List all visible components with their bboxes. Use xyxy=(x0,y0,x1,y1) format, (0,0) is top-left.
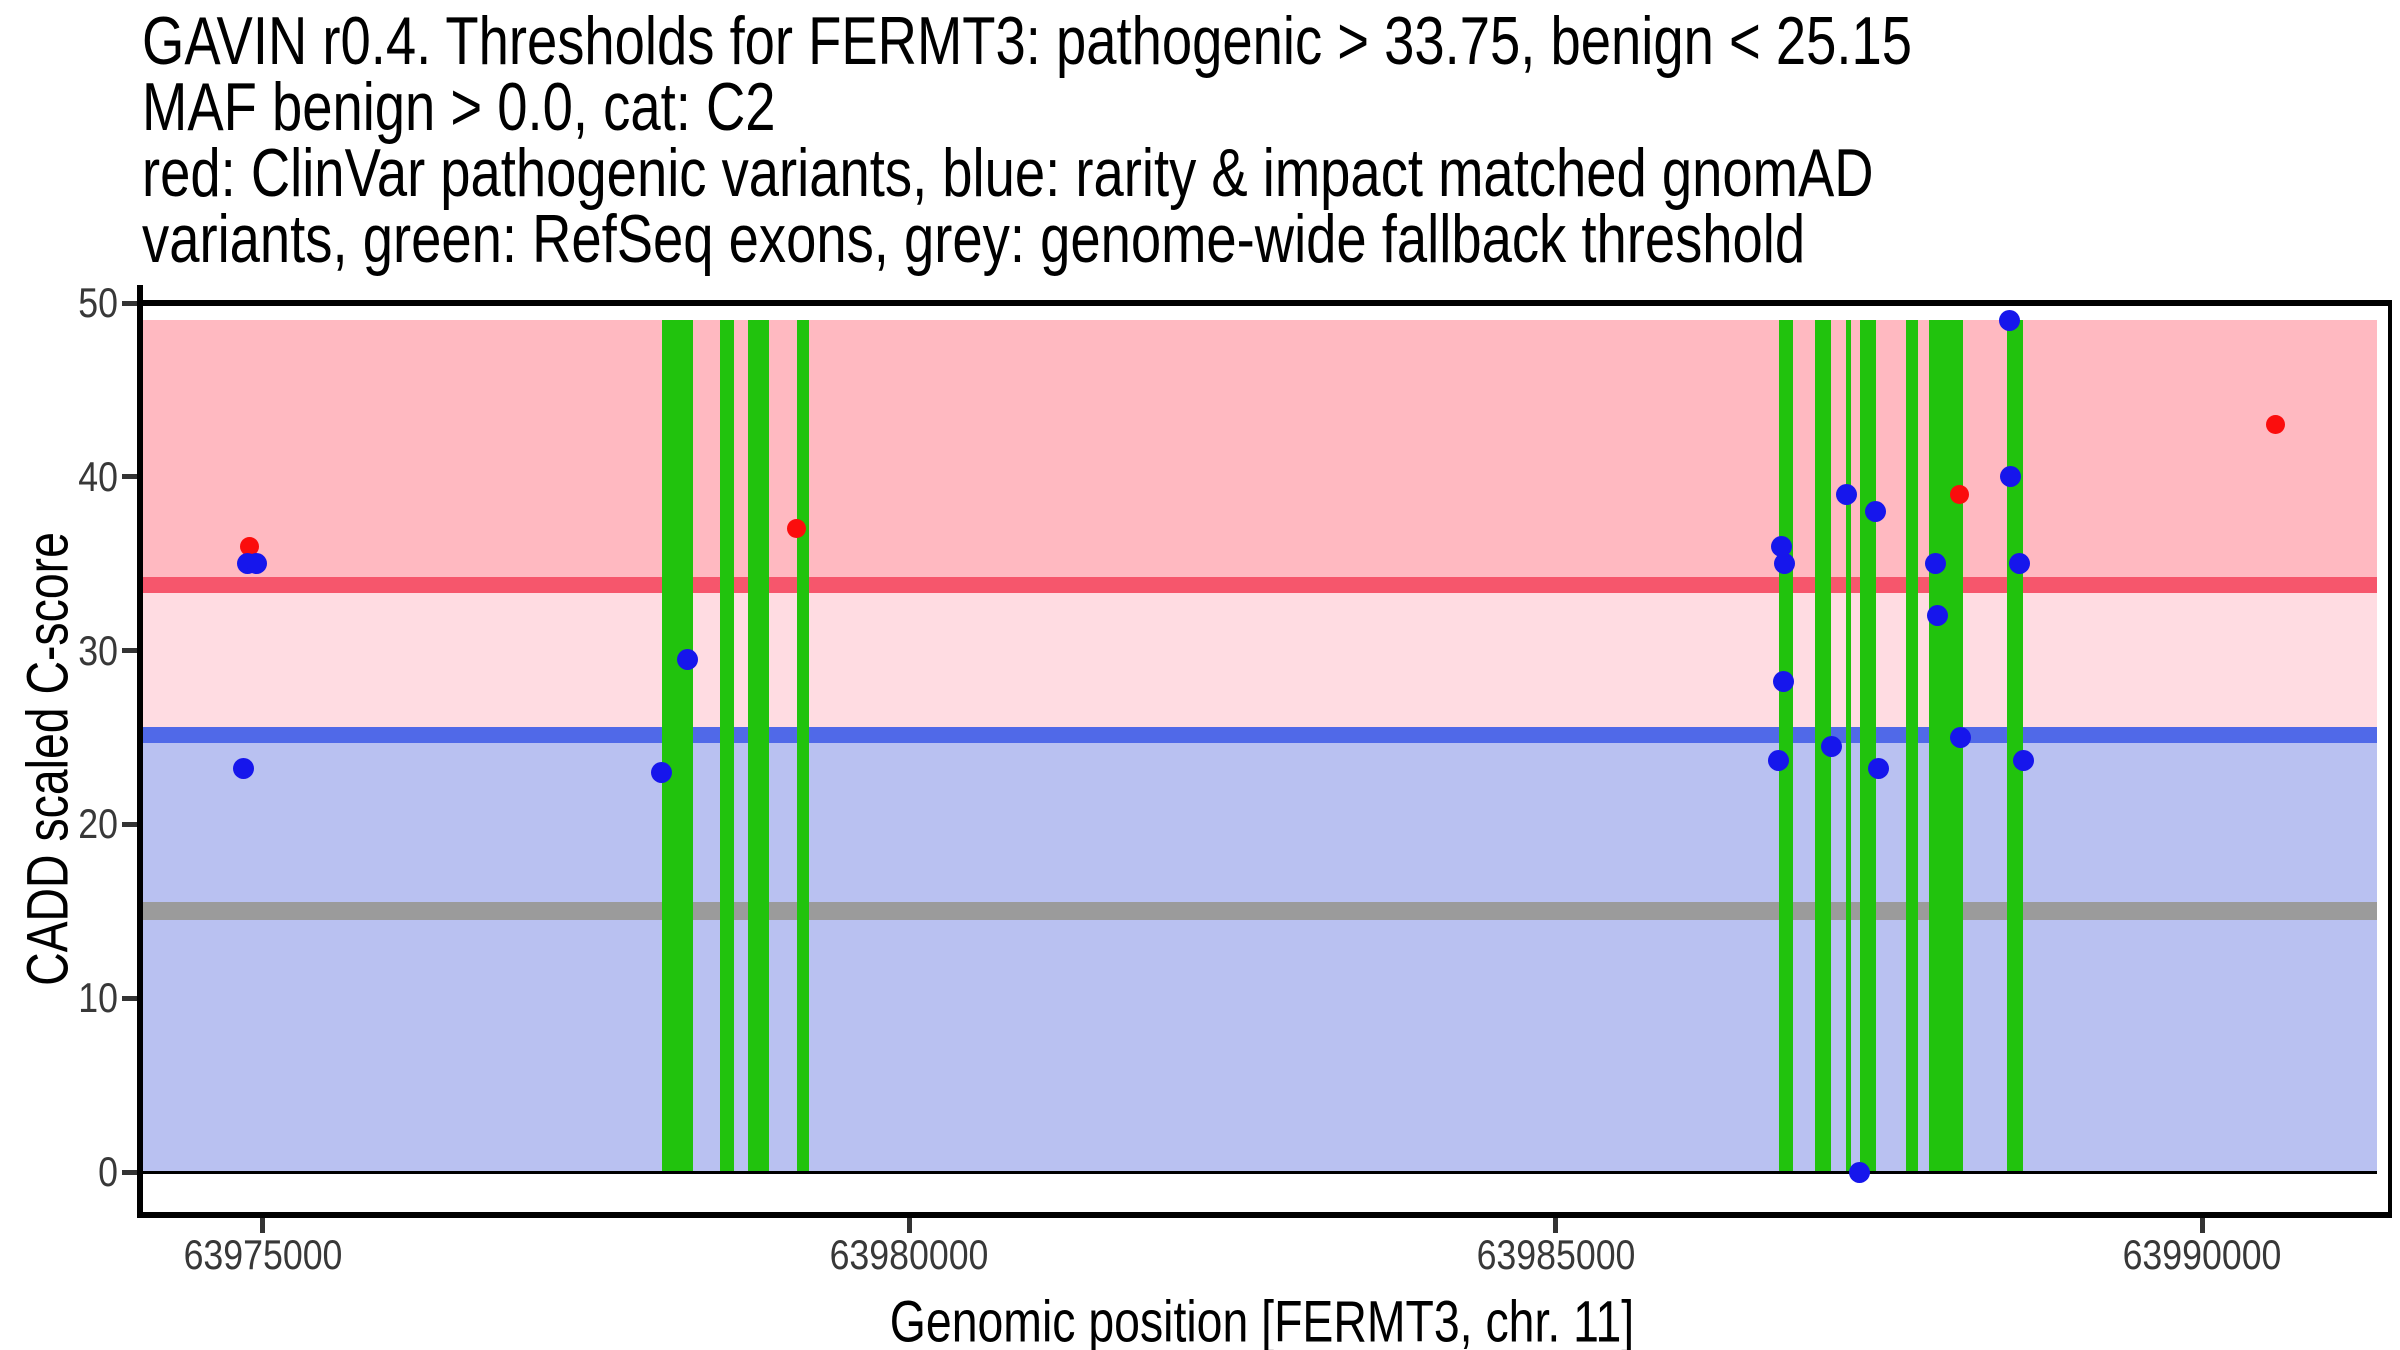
x-axis-tick xyxy=(906,1218,912,1233)
gnomad-matched-point xyxy=(245,553,267,575)
gnomad-matched-point xyxy=(1999,309,2021,331)
y-axis-tick xyxy=(122,821,137,827)
x-tick-label: 63975000 xyxy=(183,1231,343,1278)
y-axis-tick xyxy=(122,474,137,480)
gnomad-matched-point xyxy=(2012,749,2034,771)
x-axis-tick xyxy=(1553,1218,1559,1233)
zero-baseline xyxy=(143,1171,2377,1174)
plot-title-line-2: MAF benign > 0.0, cat: C2 xyxy=(142,69,776,145)
plot-title-line-1: GAVIN r0.4. Thresholds for FERMT3: patho… xyxy=(142,3,1913,79)
refseq-exon-bar xyxy=(796,320,809,1171)
panel-border-bottom xyxy=(137,1212,2392,1218)
plot-title-line-3: red: ClinVar pathogenic variants, blue: … xyxy=(142,135,1874,211)
gnomad-matched-point xyxy=(1772,671,1794,693)
gnomad-matched-point xyxy=(651,761,673,783)
clinvar-pathogenic-point xyxy=(787,519,807,539)
gnomad-matched-point xyxy=(1950,727,1972,748)
genome-wide-fallback-line xyxy=(143,902,2377,921)
gnomad-matched-point xyxy=(1999,466,2021,488)
y-axis-tick xyxy=(122,300,137,306)
refseq-exon-bar xyxy=(747,320,769,1171)
plot-title-line-4: variants, green: RefSeq exons, grey: gen… xyxy=(142,201,1806,277)
gnomad-matched-point xyxy=(1820,735,1842,757)
gnomad-matched-point xyxy=(677,648,699,670)
y-axis-tick xyxy=(122,1169,137,1175)
panel-border-right xyxy=(2388,300,2392,1218)
gnomad-matched-point xyxy=(1767,749,1789,771)
y-tick-label: 50 xyxy=(78,279,118,326)
refseq-exon-bar xyxy=(661,320,693,1171)
y-tick-label: 20 xyxy=(78,800,118,848)
clinvar-pathogenic-point xyxy=(2265,415,2285,435)
gnomad-matched-point xyxy=(1836,483,1858,505)
gnomad-matched-point xyxy=(1926,605,1948,627)
refseq-exon-bar xyxy=(1859,320,1877,1171)
refseq-exon-bar xyxy=(1779,320,1793,1171)
y-axis-tick xyxy=(122,648,137,654)
y-tick-label: 30 xyxy=(78,626,118,674)
gnomad-matched-point xyxy=(1864,501,1886,523)
refseq-exon-bar xyxy=(1845,320,1851,1171)
y-tick-label: 0 xyxy=(98,1148,118,1195)
gnomad-matched-point xyxy=(1771,535,1793,557)
clinvar-pathogenic-point xyxy=(1949,484,1969,504)
y-tick-label: 40 xyxy=(78,452,118,500)
y-axis-tick xyxy=(122,995,137,1001)
clinvar-pathogenic-point xyxy=(240,536,260,556)
y-tick-label: 10 xyxy=(78,974,118,1022)
panel-border-top xyxy=(137,300,2392,306)
pathogenic-zone-band xyxy=(143,320,2377,586)
refseq-exon-bar xyxy=(719,320,734,1171)
plot-title: GAVIN r0.4. Thresholds for FERMT3: patho… xyxy=(142,3,1913,277)
gnomad-matched-point xyxy=(1774,553,1796,575)
y-axis-title: CADD scaled C-score xyxy=(15,532,81,986)
gnomad-matched-point xyxy=(232,758,254,780)
gnomad-matched-point xyxy=(1849,1161,1871,1183)
pathogenic-threshold-line xyxy=(143,577,2377,594)
gnomad-matched-point xyxy=(1868,758,1890,780)
x-axis-tick xyxy=(2199,1218,2205,1233)
gnomad-matched-point xyxy=(1924,553,1946,575)
intermediate-zone-band xyxy=(143,585,2377,735)
refseq-exon-bar xyxy=(1905,320,1919,1171)
x-axis-title: Genomic position [FERMT3, chr. 11] xyxy=(889,1289,1635,1350)
x-tick-label: 63990000 xyxy=(2123,1231,2282,1278)
x-axis-tick xyxy=(260,1218,266,1233)
refseq-exon-bar xyxy=(2007,320,2024,1171)
x-tick-label: 63985000 xyxy=(1476,1231,1636,1278)
y-axis-line xyxy=(137,285,143,1218)
benign-zone-band xyxy=(143,734,2377,1172)
gnomad-matched-point xyxy=(2008,553,2030,575)
x-tick-label: 63980000 xyxy=(829,1231,989,1278)
benign-threshold-line xyxy=(143,726,2377,743)
